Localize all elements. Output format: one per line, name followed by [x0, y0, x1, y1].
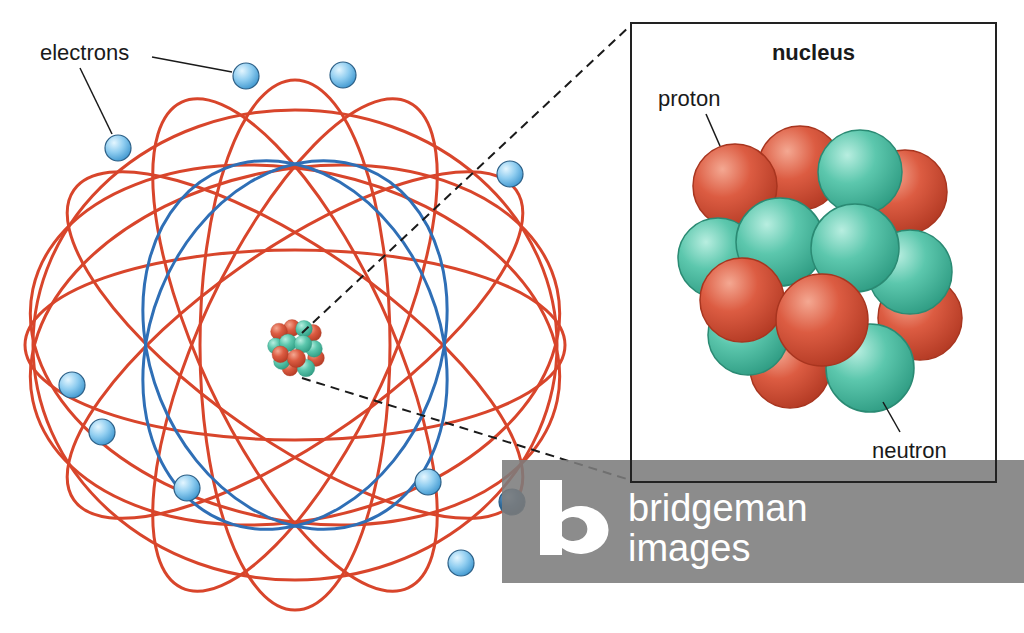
watermark-band	[502, 460, 1024, 583]
watermark-logo	[540, 480, 609, 555]
callout-label: neutron	[872, 438, 947, 464]
zoom-lines	[302, 26, 630, 480]
inner-orbits	[89, 115, 500, 576]
electrons	[59, 62, 525, 576]
leader-lines	[80, 57, 900, 432]
box-title: nucleus	[632, 24, 995, 66]
callout-label: proton	[658, 86, 720, 112]
box-ground	[630, 22, 997, 483]
nucleus-closeup	[678, 126, 962, 412]
atom-nucleus	[268, 320, 325, 377]
watermark-text: bridgeman images	[628, 488, 828, 568]
callout-label: electrons	[40, 40, 129, 66]
